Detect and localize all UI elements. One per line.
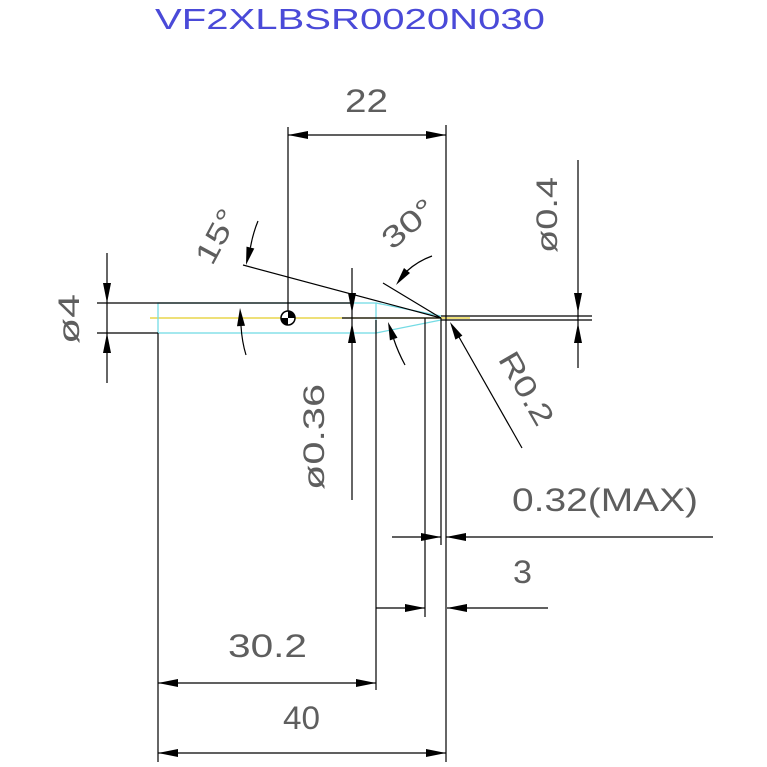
arrowhead	[158, 679, 178, 687]
diameter-label-shank: ø4	[53, 294, 86, 344]
arrowhead	[246, 246, 255, 265]
dimension-label-offset-max: 0.32(MAX)	[512, 482, 698, 518]
arrowhead	[356, 679, 376, 687]
arrowheads	[103, 131, 582, 757]
angle-label-30: 30°	[375, 192, 442, 256]
arrowhead	[396, 268, 410, 285]
angle-30-arc-lower	[393, 338, 406, 366]
angle-label-15: 15°	[189, 203, 245, 270]
dimension-label-22: 22	[345, 83, 388, 119]
dimension-label-3: 3	[513, 554, 532, 590]
arrowhead	[158, 749, 178, 757]
center-mark-quadrant	[281, 318, 288, 325]
angle-15-arc-lower	[240, 325, 247, 356]
arrowhead	[421, 533, 441, 541]
arrowhead	[426, 749, 446, 757]
arrowhead	[288, 131, 308, 139]
arrowhead	[447, 604, 467, 612]
dimension-label-30-2: 30.2	[228, 628, 307, 664]
arrowhead	[237, 308, 245, 327]
arrowhead	[574, 293, 582, 313]
diameter-label-neck: ø0.36	[298, 384, 331, 490]
angle-15-arc-upper	[249, 220, 259, 248]
part-number-title: VF2XLBSR0020N030	[155, 4, 545, 36]
arrowhead	[426, 131, 446, 139]
angle-30-reference-line	[382, 282, 442, 319]
center-mark	[280, 310, 296, 326]
arrowhead	[574, 323, 582, 343]
arrowhead	[348, 293, 356, 313]
arrowhead	[103, 283, 111, 303]
angle-30-arc-upper	[406, 255, 433, 272]
arrowhead	[450, 322, 463, 340]
arrowhead	[405, 604, 425, 612]
taper-lower-edge	[375, 319, 442, 334]
angle-15-reference-line	[242, 264, 442, 319]
arrowhead	[446, 533, 466, 541]
dimension-label-40: 40	[283, 700, 320, 736]
arrowhead	[348, 323, 356, 343]
radius-label: R0.2	[491, 346, 560, 432]
center-mark-quadrant	[288, 311, 295, 318]
radius-leader-line	[454, 329, 523, 449]
diameter-label-tip: ø0.4	[531, 177, 564, 253]
arrowhead	[388, 322, 398, 341]
arrowhead	[103, 333, 111, 353]
